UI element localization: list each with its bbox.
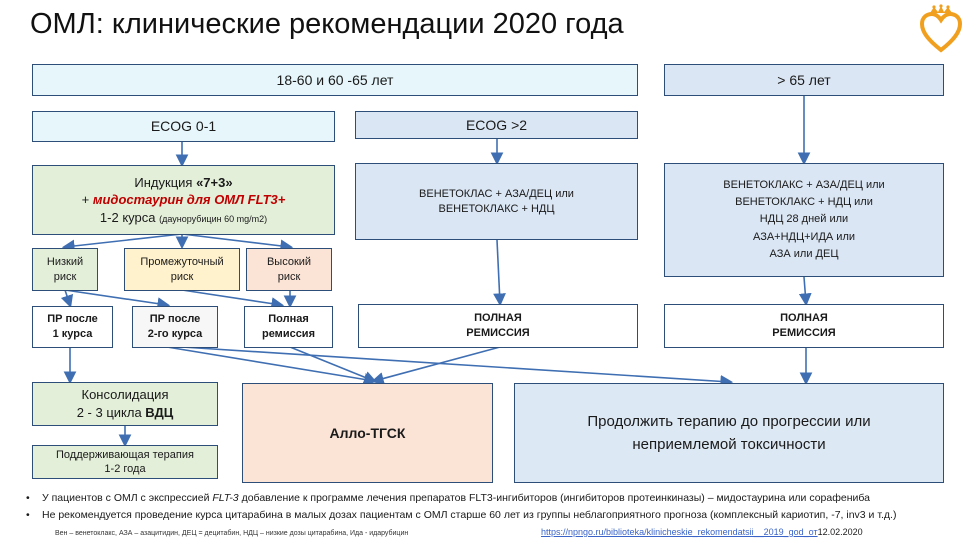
continue-line-2: неприемлемой токсичности [632, 436, 826, 453]
high-risk-box: Высокий риск [246, 248, 332, 291]
midostaurin-note: мидостаурин для ОМЛ FLT3+ [92, 192, 286, 208]
age-group-18-65-label: 18-60 и 60 -65 лет [276, 71, 394, 88]
allo-hsct-label: Алло-ТГСК [329, 424, 406, 441]
ven-elderly-line-4: АЗА+НДЦ+ИДА или [752, 230, 856, 243]
ven-ecog-line-1: ВЕНЕТОКЛАС + АЗА/ДЕЦ или [419, 187, 574, 200]
allo-hsct-box: Алло-ТГСК [242, 383, 493, 483]
age-group-over-65-label: > 65 лет [777, 71, 831, 88]
full-rem-elderly-line-1: ПОЛНАЯ [780, 312, 828, 325]
full-rem-small-line-2: ремиссия [261, 328, 315, 340]
ecog-0-1-box: ECOG 0-1 [32, 111, 335, 142]
induction-dose: (даунорубицин 60 mg/m2) [159, 213, 268, 224]
age-group-over-65-box: > 65 лет [664, 64, 944, 96]
ven-elderly-line-1: ВЕНЕТОКЛАКС + АЗА/ДЕЦ или [723, 179, 885, 192]
continue-line-1: Продолжить терапию до прогрессии или [587, 412, 871, 430]
consolidation-regimen: ВДЦ [145, 405, 174, 420]
full-remission-small-box: Полная ремиссия [244, 306, 333, 348]
maintenance-line-1: Поддерживающая терапия [56, 448, 194, 461]
ecog-0-1-label: ECOG 0-1 [150, 118, 217, 135]
continue-therapy-box: Продолжить терапию до прогрессии или неп… [514, 383, 944, 483]
age-group-18-65-box: 18-60 и 60 -65 лет [32, 64, 638, 96]
cr1-line-1: ПР после [47, 313, 98, 326]
full-rem-ecog-line-1: ПОЛНАЯ [474, 312, 522, 325]
maintenance-box: Поддерживающая терапия 1-2 года [32, 445, 218, 479]
abbreviations-footer: Вен – венетоклакс, АЗА – азацитидин, ДЕЦ… [55, 530, 409, 537]
footnotes: У пациентов с ОМЛ с экспрессией FLT-3 до… [18, 490, 958, 524]
cr-after-course-1-box: ПР после 1 курса [32, 306, 113, 348]
source-reference: https://npngo.ru/biblioteka/klinicheskie… [541, 527, 863, 537]
mid-risk-line-1: Промежуточный [140, 255, 224, 268]
cr-after-course-2-box: ПР после 2-го курса [132, 306, 218, 348]
full-rem-small-line-1: Полная [268, 313, 309, 326]
consolidation-line-1: Консолидация [81, 387, 169, 403]
induction-box: Индукция «7+3» + мидостаурин для ОМЛ FLT… [32, 165, 335, 235]
ecog-over-2-label: ECOG >2 [465, 116, 528, 133]
full-remission-ecog-box: ПОЛНАЯ РЕМИССИЯ [358, 304, 638, 348]
intermediate-risk-box: Промежуточный риск [124, 248, 240, 291]
ven-elderly-line-3: НДЦ 28 дней или [759, 213, 849, 226]
note-flt3: У пациентов с ОМЛ с экспрессией FLT-3 до… [18, 490, 958, 507]
induction-plus: + [81, 192, 93, 208]
ven-elderly-line-5: АЗА или ДЕЦ [769, 247, 839, 260]
consolidation-cycles: 2 - 3 цикла [76, 405, 146, 420]
ecog-over-2-box: ECOG >2 [355, 111, 638, 139]
cr2-line-1: ПР после [149, 313, 201, 326]
venetoclax-elderly-box: ВЕНЕТОКЛАКС + АЗА/ДЕЦ или ВЕНЕТОКЛАКС + … [664, 163, 944, 277]
low-risk-box: Низкий риск [32, 248, 98, 291]
induction-regimen: «7+3» [196, 174, 233, 190]
high-risk-line-2: риск [277, 270, 301, 283]
ven-elderly-line-2: ВЕНЕТОКЛАКС + НДЦ или [735, 196, 873, 209]
source-link[interactable]: https://npngo.ru/biblioteka/klinicheskie… [541, 527, 818, 537]
page-title: ОМЛ: клинические рекомендации 2020 года [30, 8, 624, 40]
venetoclax-ecog-box: ВЕНЕТОКЛАС + АЗА/ДЕЦ или ВЕНЕТОКЛАКС + Н… [355, 163, 638, 240]
cr1-line-2: 1 курса [52, 328, 93, 340]
induction-courses: 1-2 курса [99, 209, 160, 225]
mid-risk-line-2: риск [170, 270, 194, 283]
maintenance-line-2: 1-2 года [104, 463, 146, 475]
note-cytarabine: Не рекомендуется проведение курса цитара… [18, 507, 958, 524]
high-risk-line-1: Высокий [266, 255, 312, 268]
source-date: 12.02.2020 [817, 527, 863, 537]
heart-crown-logo [918, 4, 964, 54]
full-remission-elderly-box: ПОЛНАЯ РЕМИССИЯ [664, 304, 944, 348]
induction-label: Индукция [134, 174, 197, 190]
full-rem-ecog-line-2: РЕМИССИЯ [466, 327, 530, 339]
cr2-line-2: 2-го курса [147, 328, 203, 340]
low-risk-line-1: Низкий [46, 255, 84, 268]
ven-ecog-line-2: ВЕНЕТОКЛАКС + НДЦ [438, 202, 555, 215]
consolidation-box: Консолидация 2 - 3 цикла ВДЦ [32, 382, 218, 426]
low-risk-line-2: риск [53, 270, 77, 283]
full-rem-elderly-line-2: РЕМИССИЯ [772, 327, 836, 339]
